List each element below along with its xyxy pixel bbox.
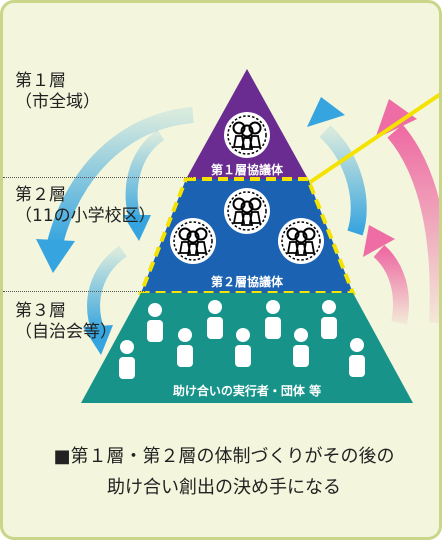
layer2-trapezoid — [141, 179, 353, 293]
layer3-area: （自治会等） — [15, 322, 117, 342]
curved-arrow-down-icon — [123, 129, 165, 241]
people-group-icon — [277, 217, 325, 265]
curved-arrow-down-icon — [36, 107, 194, 273]
layer3-level: 第３層 — [15, 301, 66, 321]
pyramid-diagram: 第１層協議体 第２層協議体 助け合いの実行者・団体 等 — [36, 69, 439, 403]
person-icon — [321, 300, 337, 339]
person-icon — [147, 303, 163, 342]
caption: ■第１層・第２層の体制づくりがその後の 助け合い創出の決め手になる — [3, 441, 439, 503]
person-icon — [293, 328, 309, 367]
layer2-level: 第２層 — [15, 185, 66, 205]
person-icon — [235, 328, 251, 367]
layer1-level: 第１層 — [15, 71, 66, 91]
layer3-label: 第３層 （自治会等） — [15, 301, 117, 343]
person-icon — [119, 340, 135, 379]
people-group-icon — [169, 217, 217, 265]
caption-line1: ■第１層・第２層の体制づくりがその後の — [53, 446, 395, 467]
caption-line2: 助け合い創出の決め手になる — [107, 477, 341, 498]
layer1-label: 第１層 （市全域） — [15, 71, 100, 113]
pointer-line — [301, 92, 439, 189]
person-icon — [265, 300, 281, 339]
person-icon — [177, 328, 193, 367]
layer3-actors-label: 助け合いの実行者・団体 等 — [173, 383, 321, 398]
curved-arrow-up-icon — [363, 225, 409, 325]
layer2-council-label: 第２層協議体 — [211, 274, 284, 289]
curved-arrow-down-icon — [83, 245, 128, 355]
layer2-label: 第２層 （11の小学校区） — [15, 185, 156, 227]
people-group-icon — [223, 111, 271, 159]
person-icon — [207, 300, 223, 339]
people-group-icon — [223, 187, 271, 235]
layer2-area: （11の小学校区） — [15, 206, 156, 226]
layer1-separator — [3, 177, 193, 178]
layer1-council-label: 第１層協議体 — [211, 162, 284, 177]
layer1-area: （市全域） — [15, 92, 100, 112]
layer2-separator — [3, 291, 145, 292]
curved-arrow-up-icon — [307, 97, 367, 236]
person-icon — [349, 338, 365, 377]
